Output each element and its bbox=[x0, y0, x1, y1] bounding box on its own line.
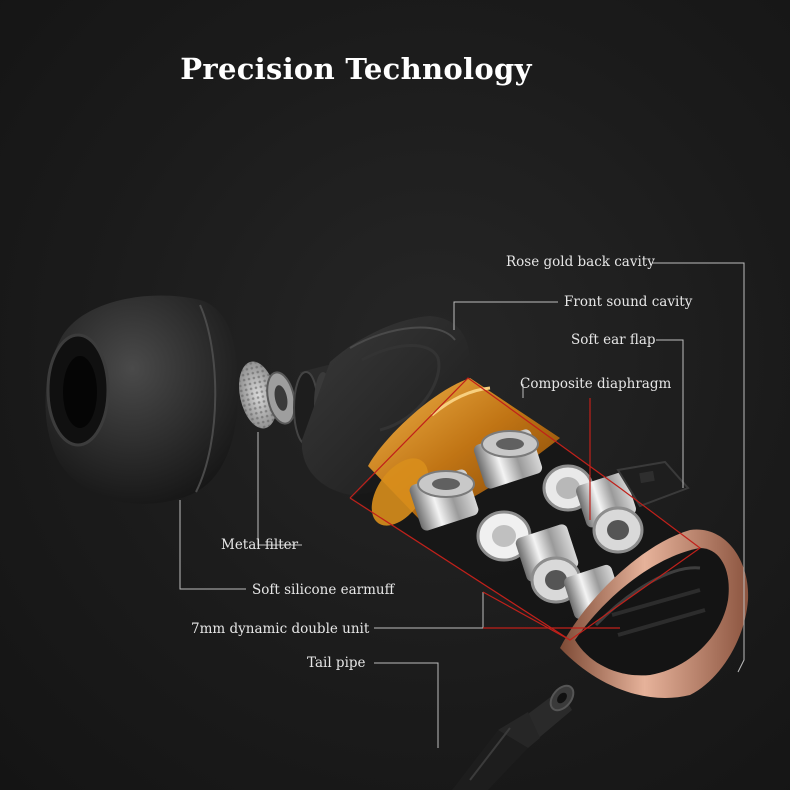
tail-pipe bbox=[452, 684, 575, 790]
ear-flap-piece bbox=[616, 460, 690, 508]
driver-lower bbox=[409, 469, 623, 620]
label-soft-ear-flap: Soft ear flap bbox=[571, 332, 656, 348]
rose-gold-back-cavity bbox=[560, 529, 749, 698]
driver-upper bbox=[473, 429, 644, 554]
metal-filter-mesh bbox=[239, 361, 296, 429]
drivers bbox=[409, 429, 644, 620]
label-tail-pipe: Tail pipe bbox=[307, 655, 366, 671]
label-front-sound-cavity: Front sound cavity bbox=[564, 294, 693, 310]
label-dynamic-double-unit: 7mm dynamic double unit bbox=[191, 621, 370, 637]
label-composite-diaphragm: Composite diaphragm bbox=[520, 376, 672, 392]
label-metal-filter: Metal filter bbox=[221, 537, 299, 553]
page-title: Precision Technology bbox=[180, 52, 532, 86]
ear-tip bbox=[45, 295, 239, 504]
label-soft-silicone-earmuff: Soft silicone earmuff bbox=[252, 582, 395, 598]
label-rose-gold-back-cavity: Rose gold back cavity bbox=[506, 254, 655, 270]
highlight-outlines bbox=[349, 377, 702, 641]
